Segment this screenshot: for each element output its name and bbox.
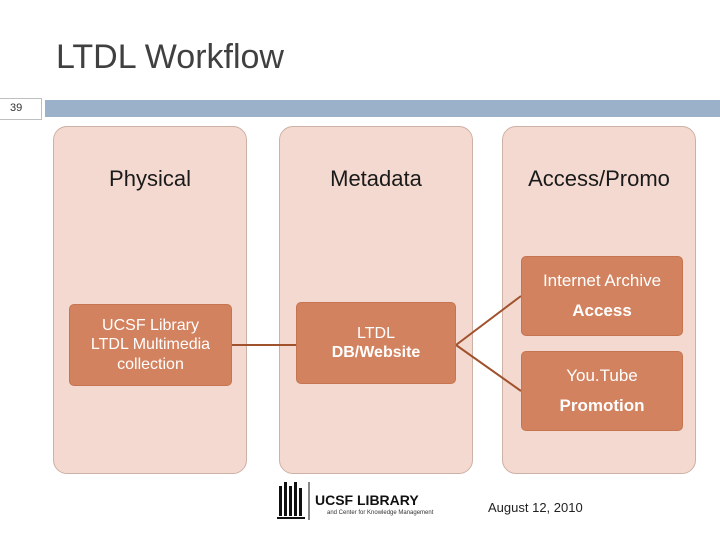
node-collection-line3: collection: [117, 355, 184, 373]
node-youtube: You.Tube Promotion: [521, 351, 683, 431]
column-physical: [53, 126, 247, 474]
node-database-line1: LTDL: [357, 324, 395, 342]
node-archive-line2: Access: [572, 301, 632, 320]
node-archive-line1: Internet Archive: [542, 271, 662, 291]
node-database-line2: DB/Website: [331, 344, 421, 361]
column-label-metadata: Metadata: [330, 166, 422, 191]
column-label-access-promo: Access/Promo: [528, 166, 670, 191]
node-internet-archive: Internet Archive Access: [521, 256, 683, 336]
column-metadata: [279, 126, 473, 474]
logo-tagline: and Center for Knowledge Management: [327, 510, 434, 516]
connector-database-archive: [455, 295, 522, 346]
node-youtube-line2: Promotion: [559, 396, 645, 415]
slide-title: LTDL Workflow: [56, 38, 284, 76]
slide-date: August 12, 2010: [488, 500, 583, 515]
logo-name: UCSF LIBRARY: [315, 492, 419, 508]
library-logo-icon: [277, 482, 305, 519]
slide-number-box: [0, 98, 42, 120]
slide-number: 39: [10, 102, 23, 114]
column-label-physical: Physical: [109, 166, 191, 191]
connector-database-youtube: [455, 344, 522, 392]
node-ucsf-collection: UCSF Library LTDL Multimedia collection: [69, 304, 232, 386]
node-collection-line2: LTDL Multimedia: [90, 336, 211, 354]
node-youtube-line1: You.Tube: [566, 366, 638, 386]
node-ltdl-database: LTDL DB/Website: [296, 302, 456, 384]
accent-bar: [45, 100, 720, 117]
node-collection-line1: UCSF Library: [102, 317, 199, 335]
ucsf-library-logo: UCSF LIBRARY and Center for Knowledge Ma…: [275, 478, 445, 522]
